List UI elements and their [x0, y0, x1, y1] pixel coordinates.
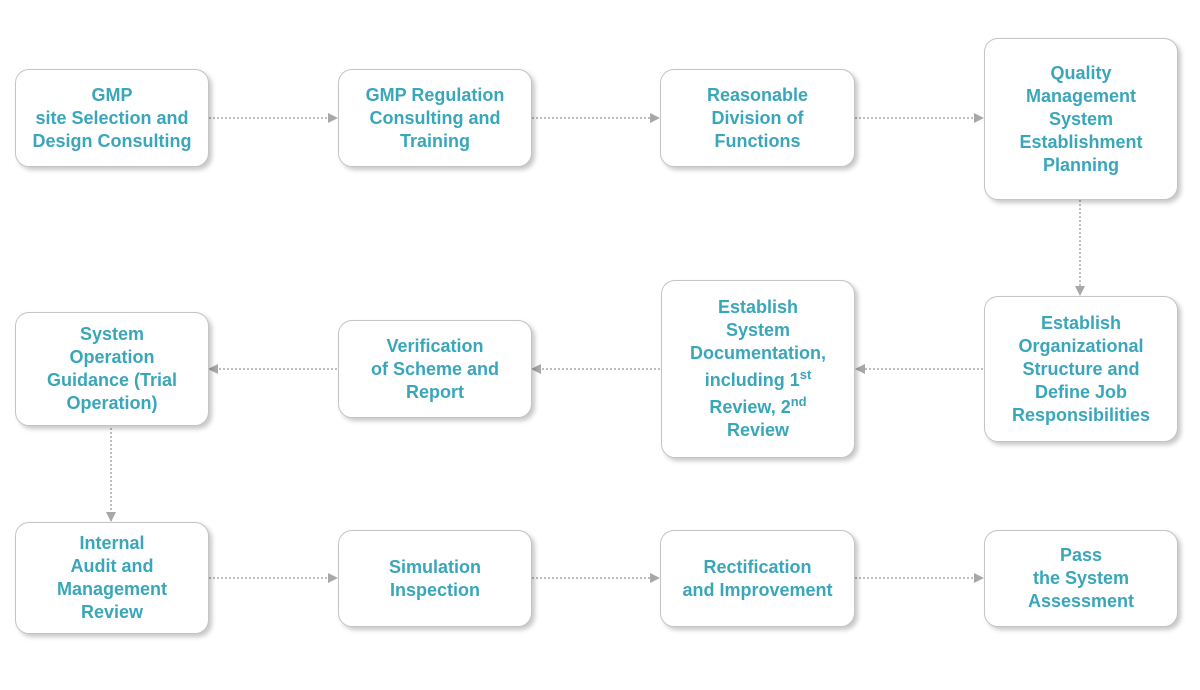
step-label-line: Functions	[714, 130, 801, 151]
step-label-line: Training	[399, 130, 470, 151]
step-label-line: Review	[726, 420, 790, 440]
step-establish-system-documentation: Establish System Documentation, includin…	[661, 280, 855, 458]
step-label-line: Documentation,	[689, 343, 826, 363]
step-label-line: Establish	[717, 297, 798, 317]
step-simulation-inspection: Simulation Inspection	[338, 530, 532, 627]
step-label-line: of Scheme and	[370, 358, 500, 379]
step-label-line: Establish	[1040, 312, 1121, 333]
step-establish-org-structure: Establish Organizational Structure and D…	[984, 296, 1178, 442]
step-verification-scheme-report: Verification of Scheme and Report	[338, 320, 532, 418]
step-label: System Operation Guidance (Trial Operati…	[41, 323, 183, 415]
step-label: Establish Organizational Structure and D…	[1006, 312, 1156, 427]
step-label: GMP site Selection and Design Consulting	[27, 84, 198, 153]
review-text: including 1	[704, 370, 800, 390]
step-label-line: Simulation	[388, 556, 481, 577]
step-label-line: Structure and	[1022, 358, 1140, 379]
step-label-line: Management	[56, 579, 168, 599]
step-label-line: Rectification	[703, 556, 812, 577]
step-label: Internal Audit and Management Review	[51, 532, 173, 624]
step-label-line: site Selection and	[35, 107, 189, 128]
step-internal-audit: Internal Audit and Management Review	[15, 522, 209, 634]
step-label: Rectification and Improvement	[676, 556, 838, 602]
step-label-line: Pass	[1059, 545, 1103, 565]
step-label-line: the System	[1032, 568, 1130, 588]
step-label: Verification of Scheme and Report	[365, 335, 505, 404]
step-label-line: Report	[406, 381, 464, 402]
step-label-line: Design Consulting	[32, 130, 192, 151]
step-label-line: Management	[1025, 85, 1137, 106]
step-label: Simulation Inspection	[383, 556, 487, 602]
step-system-operation-guidance: System Operation Guidance (Trial Operati…	[15, 312, 209, 426]
step-label-line: Reasonable	[706, 84, 809, 105]
step-label-line: GMP Regulation	[365, 84, 505, 105]
step-reasonable-division: Reasonable Division of Functions	[660, 69, 855, 167]
step-label-line: Operation	[69, 347, 155, 367]
step-label-line: Assessment	[1027, 591, 1135, 611]
step-label-line: GMP	[91, 84, 133, 105]
step-label-line: and Improvement	[682, 579, 833, 600]
step-label-line: Consulting and	[369, 107, 501, 128]
step-label-line: Division of	[711, 107, 804, 128]
step-label-line: including 1st	[690, 367, 826, 392]
step-label: GMP Regulation Consulting and Training	[360, 84, 511, 153]
ordinal-superscript: st	[799, 367, 812, 382]
step-label-line: Audit and	[70, 556, 154, 576]
step-label: Reasonable Division of Functions	[701, 84, 814, 153]
step-label-line: Quality	[1050, 62, 1112, 83]
step-qms-planning: Quality Management System Establishment …	[984, 38, 1178, 200]
step-label-line: Inspection	[389, 579, 480, 600]
step-label-line: Planning	[1043, 154, 1119, 175]
step-label-line: System	[1048, 108, 1114, 129]
step-label-line: Organizational	[1018, 335, 1144, 356]
step-label-line: Internal	[79, 533, 145, 553]
step-label: Establish System Documentation, includin…	[684, 296, 832, 442]
step-label: Pass the System Assessment	[1022, 544, 1140, 613]
step-label-line: Review	[80, 602, 144, 622]
ordinal-superscript: nd	[790, 394, 807, 409]
step-label-line: Review, 2nd	[690, 394, 826, 419]
step-label-line: Guidance (Trial	[46, 370, 178, 390]
step-label-line: Responsibilities	[1011, 404, 1151, 425]
review-text: Review, 2	[709, 397, 791, 417]
step-label-line: System	[725, 320, 791, 340]
step-label-line: Define Job	[1034, 381, 1127, 402]
step-label-line: Operation)	[66, 393, 158, 413]
step-rectification-improvement: Rectification and Improvement	[660, 530, 855, 627]
step-gmp-regulation-consulting: GMP Regulation Consulting and Training	[338, 69, 532, 167]
step-gmp-site-selection: GMP site Selection and Design Consulting	[15, 69, 209, 167]
step-label-line: Establishment	[1019, 131, 1143, 152]
step-label: Quality Management System Establishment …	[1013, 62, 1148, 177]
step-pass-system-assessment: Pass the System Assessment	[984, 530, 1178, 627]
step-label-line: Verification	[386, 335, 484, 356]
step-label-line: System	[79, 324, 145, 344]
